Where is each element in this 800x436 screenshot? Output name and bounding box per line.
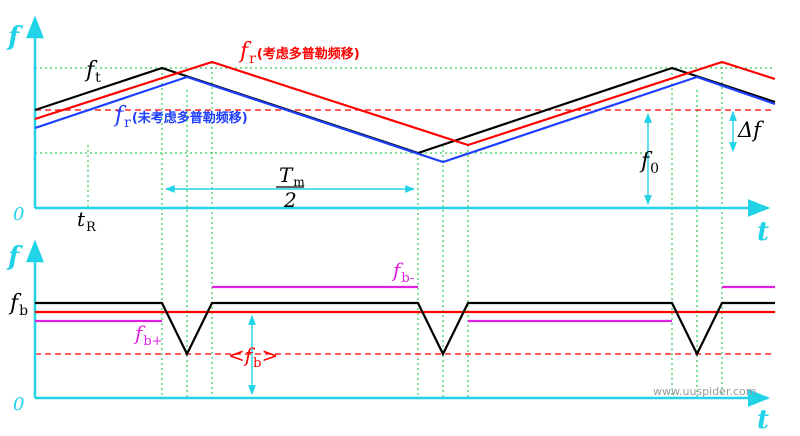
fr-no-doppler-curve [34,75,776,164]
fb-minus-label: fb- [391,258,414,286]
ft-label: ft [84,58,101,86]
f0-label: f0 [639,149,659,177]
top-f-axis-label: f [6,22,23,52]
top-axes [26,15,771,217]
fr-no-doppler-label: fr(未考虑多普勒频移) [113,103,248,131]
top-origin-label: 0 [13,204,24,225]
fr-doppler-curve [34,60,776,147]
bottom-f-axis-label: f [6,242,23,272]
fb-label: fb [8,291,28,319]
fb-plus-label: fb+ [133,321,163,349]
top-t-axis-label: t [757,217,769,247]
delta-f-label: Δf [737,118,764,142]
tR-label: tR [77,207,97,235]
fb-beat-curve [35,301,775,357]
watermark: www.uuspider.com [653,385,756,398]
tm-numerator: Tm [279,163,305,189]
bottom-t-axis-label: t [757,405,769,435]
bottom-origin-label: 0 [13,394,24,415]
tm-denominator: 2 [283,188,297,212]
fr-doppler-label: fr(考虑多普勒频移) [238,39,360,67]
avg-fb-label: <fb> [228,343,278,371]
